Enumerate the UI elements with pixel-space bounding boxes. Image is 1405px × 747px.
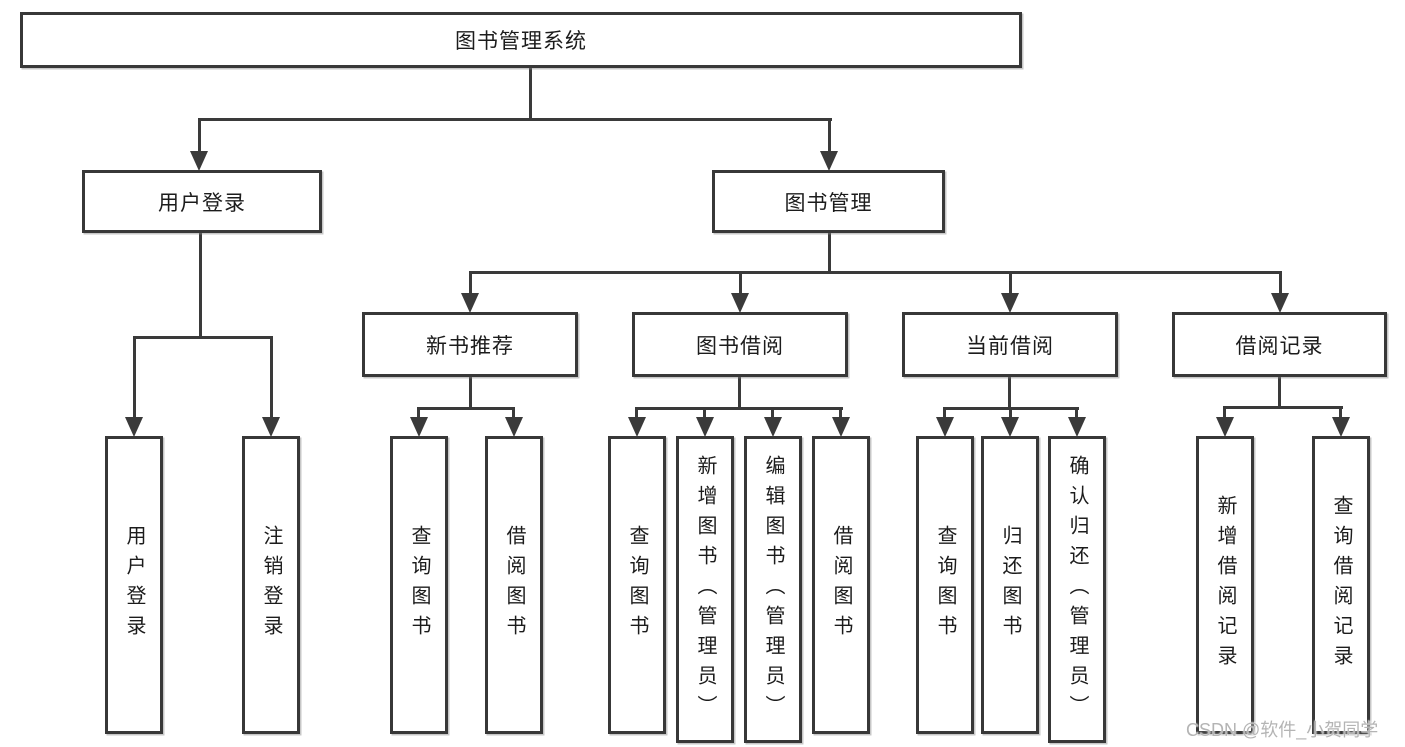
- connector-line-v: [1009, 407, 1012, 421]
- arrowhead-down-icon: [410, 417, 428, 437]
- node-current-borrowing: 当前借阅: [902, 312, 1118, 377]
- connector-line-v: [1009, 271, 1012, 297]
- node-root: 图书管理系统: [20, 12, 1022, 68]
- connector-line-v: [943, 407, 946, 421]
- arrowhead-down-icon: [1332, 417, 1350, 437]
- connector-line-v: [270, 336, 273, 420]
- connector-line-v: [1279, 271, 1282, 297]
- arrowhead-down-icon: [832, 417, 850, 437]
- connector-line-v: [469, 375, 472, 409]
- connector-line-v: [529, 66, 532, 120]
- leaf-query-books-newrec-label: 查询图书: [408, 525, 430, 645]
- node-user-login: 用户登录: [82, 170, 322, 233]
- leaf-user-login-label: 用户登录: [123, 525, 145, 645]
- leaf-query-books-current-label: 查询图书: [934, 525, 956, 645]
- node-root-label: 图书管理系统: [455, 30, 587, 53]
- connector-line-v: [1339, 406, 1342, 421]
- leaf-query-borrow-record: 查询借阅记录: [1312, 436, 1370, 734]
- node-book-borrowing-label: 图书借阅: [696, 334, 784, 358]
- connector-line-h: [133, 336, 273, 339]
- node-borrowing-records: 借阅记录: [1172, 312, 1387, 377]
- arrowhead-down-icon: [190, 151, 208, 171]
- arrowhead-down-icon: [820, 151, 838, 171]
- leaf-edit-book-admin-label: 编辑图书（管理员）: [762, 454, 784, 725]
- leaf-borrow-books-borrowing-label: 借阅图书: [830, 525, 852, 645]
- node-user-login-label: 用户登录: [158, 191, 246, 215]
- leaf-query-books-borrowing: 查询图书: [608, 436, 666, 734]
- connector-line-v: [635, 407, 638, 421]
- connector-line-v: [417, 407, 420, 421]
- connector-line-v: [198, 118, 201, 154]
- arrowhead-down-icon: [1068, 417, 1086, 437]
- leaf-add-borrow-record: 新增借阅记录: [1196, 436, 1254, 734]
- node-new-book-recommend: 新书推荐: [362, 312, 578, 377]
- arrowhead-down-icon: [696, 417, 714, 437]
- connector-line-h: [469, 271, 1282, 274]
- arrowhead-down-icon: [1271, 293, 1289, 313]
- connector-line-v: [199, 231, 202, 338]
- connector-line-v: [703, 407, 706, 421]
- leaf-return-book-label: 归还图书: [999, 525, 1021, 645]
- connector-line-v: [133, 336, 136, 420]
- node-borrowing-records-label: 借阅记录: [1235, 334, 1324, 358]
- connector-line-v: [469, 271, 472, 297]
- node-new-book-recommend-label: 新书推荐: [426, 334, 514, 358]
- connector-line-h: [198, 118, 832, 121]
- leaf-query-borrow-record-label: 查询借阅记录: [1330, 495, 1352, 675]
- connector-line-v: [1075, 407, 1078, 421]
- watermark: CSDN @软件_小贺同学: [1186, 720, 1379, 740]
- connector-line-v: [738, 375, 741, 409]
- connector-line-h: [1223, 406, 1343, 409]
- leaf-query-books-newrec: 查询图书: [390, 436, 448, 734]
- connector-line-v: [512, 407, 515, 421]
- connector-line-v: [1223, 406, 1226, 421]
- arrowhead-down-icon: [1001, 293, 1019, 313]
- arrowhead-down-icon: [731, 293, 749, 313]
- leaf-logout: 注销登录: [242, 436, 300, 734]
- connector-line-v: [839, 407, 842, 421]
- node-book-borrowing: 图书借阅: [632, 312, 848, 377]
- leaf-edit-book-admin: 编辑图书（管理员）: [744, 436, 802, 743]
- leaf-logout-label: 注销登录: [260, 525, 282, 645]
- leaf-user-login: 用户登录: [105, 436, 163, 734]
- arrowhead-down-icon: [1001, 417, 1019, 437]
- leaf-add-book-admin: 新增图书（管理员）: [676, 436, 734, 743]
- arrowhead-down-icon: [125, 417, 143, 437]
- leaf-query-books-current: 查询图书: [916, 436, 974, 734]
- leaf-confirm-return-admin-label: 确认归还（管理员）: [1066, 454, 1088, 725]
- node-book-management-label: 图书管理: [784, 191, 873, 215]
- connector-line-v: [828, 231, 831, 273]
- arrowhead-down-icon: [505, 417, 523, 437]
- leaf-borrow-books-newrec: 借阅图书: [485, 436, 543, 734]
- arrowhead-down-icon: [628, 417, 646, 437]
- arrowhead-down-icon: [262, 417, 280, 437]
- leaf-add-book-admin-label: 新增图书（管理员）: [694, 454, 716, 725]
- arrowhead-down-icon: [1216, 417, 1234, 437]
- leaf-return-book: 归还图书: [981, 436, 1039, 734]
- node-book-management: 图书管理: [712, 170, 945, 233]
- leaf-query-books-borrowing-label: 查询图书: [626, 525, 648, 645]
- arrowhead-down-icon: [936, 417, 954, 437]
- leaf-confirm-return-admin: 确认归还（管理员）: [1048, 436, 1106, 743]
- arrowhead-down-icon: [764, 417, 782, 437]
- leaf-add-borrow-record-label: 新增借阅记录: [1214, 495, 1236, 675]
- arrowhead-down-icon: [461, 293, 479, 313]
- connector-line-v: [828, 118, 831, 154]
- connector-line-h: [635, 407, 843, 410]
- connector-line-v: [771, 407, 774, 421]
- connector-line-v: [1008, 375, 1011, 409]
- connector-line-v: [1278, 375, 1281, 408]
- leaf-borrow-books-borrowing: 借阅图书: [812, 436, 870, 734]
- connector-line-h: [417, 407, 515, 410]
- leaf-borrow-books-newrec-label: 借阅图书: [503, 525, 525, 645]
- connector-line-v: [739, 271, 742, 297]
- node-current-borrowing-label: 当前借阅: [966, 334, 1054, 358]
